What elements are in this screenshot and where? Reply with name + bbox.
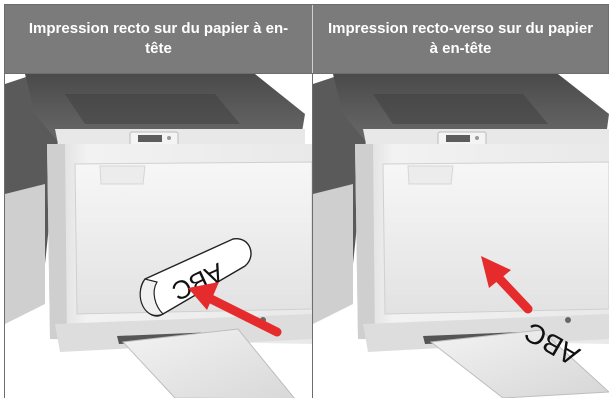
arrow-icon	[188, 282, 282, 337]
instruction-table: Impression recto sur du papier à en-tête…	[4, 4, 609, 398]
column-header-single-sided: Impression recto sur du papier à en-tête	[5, 5, 312, 73]
printer-illustration: ABC	[5, 74, 312, 398]
illustration-cell-duplex: ABC	[312, 73, 609, 398]
column-header-text: Impression recto-verso sur du papier à e…	[327, 20, 594, 57]
column-header-duplex: Impression recto-verso sur du papier à e…	[312, 5, 608, 73]
column-header-text: Impression recto sur du papier à en-tête	[28, 20, 289, 57]
printer-illustration: ABC	[313, 74, 609, 398]
illustration-cell-single-sided: ABC	[5, 73, 312, 398]
arrow-icon	[481, 256, 533, 314]
